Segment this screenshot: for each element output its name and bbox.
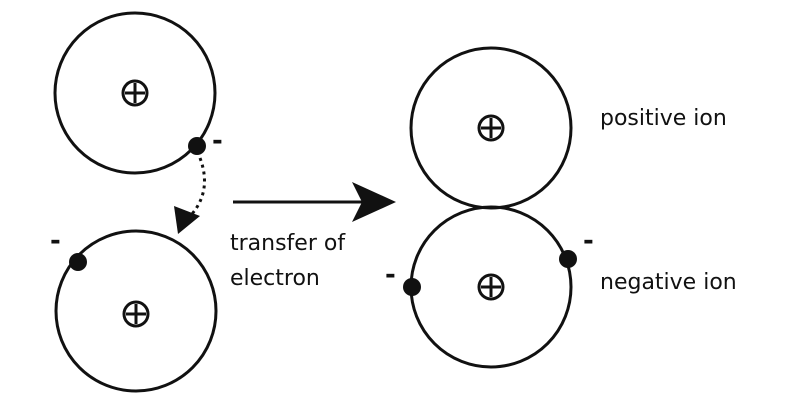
negative-ion-nucleus-plus-icon xyxy=(477,273,505,301)
electron-transfer-path xyxy=(174,157,206,234)
positive-ion-nucleus-plus-icon xyxy=(477,114,505,142)
left-top-nucleus-plus-icon xyxy=(121,79,149,107)
negative-ion-electron-right xyxy=(559,250,577,268)
positive-ion-label: positive ion xyxy=(600,106,727,131)
left-bottom-atom xyxy=(54,229,218,393)
negative-ion-label: negative ion xyxy=(600,270,737,295)
left-bottom-nucleus-plus-icon xyxy=(122,300,150,328)
reaction-arrowhead-icon xyxy=(352,182,396,222)
positive-ion-atom xyxy=(409,46,573,210)
transfer-label-line1: transfer of xyxy=(230,231,346,256)
left-bottom-atom-shell xyxy=(54,229,218,393)
negative-ion-left-minus-sign: - xyxy=(385,260,396,290)
transfer-label-line2: electron xyxy=(230,266,320,291)
reaction-arrow xyxy=(233,182,396,222)
negative-ion-electron-left xyxy=(403,278,421,296)
left-top-atom xyxy=(53,11,217,175)
transfer-arrowhead-icon xyxy=(174,206,200,234)
left-bottom-electron xyxy=(69,253,87,271)
negative-ion-right-minus-sign: - xyxy=(583,226,594,256)
left-bottom-electron-minus-sign: - xyxy=(50,226,61,256)
left-top-atom-shell xyxy=(53,11,217,175)
left-top-electron-minus-sign: - xyxy=(212,126,223,156)
negative-ion-atom xyxy=(403,205,577,369)
left-top-electron xyxy=(188,137,206,155)
